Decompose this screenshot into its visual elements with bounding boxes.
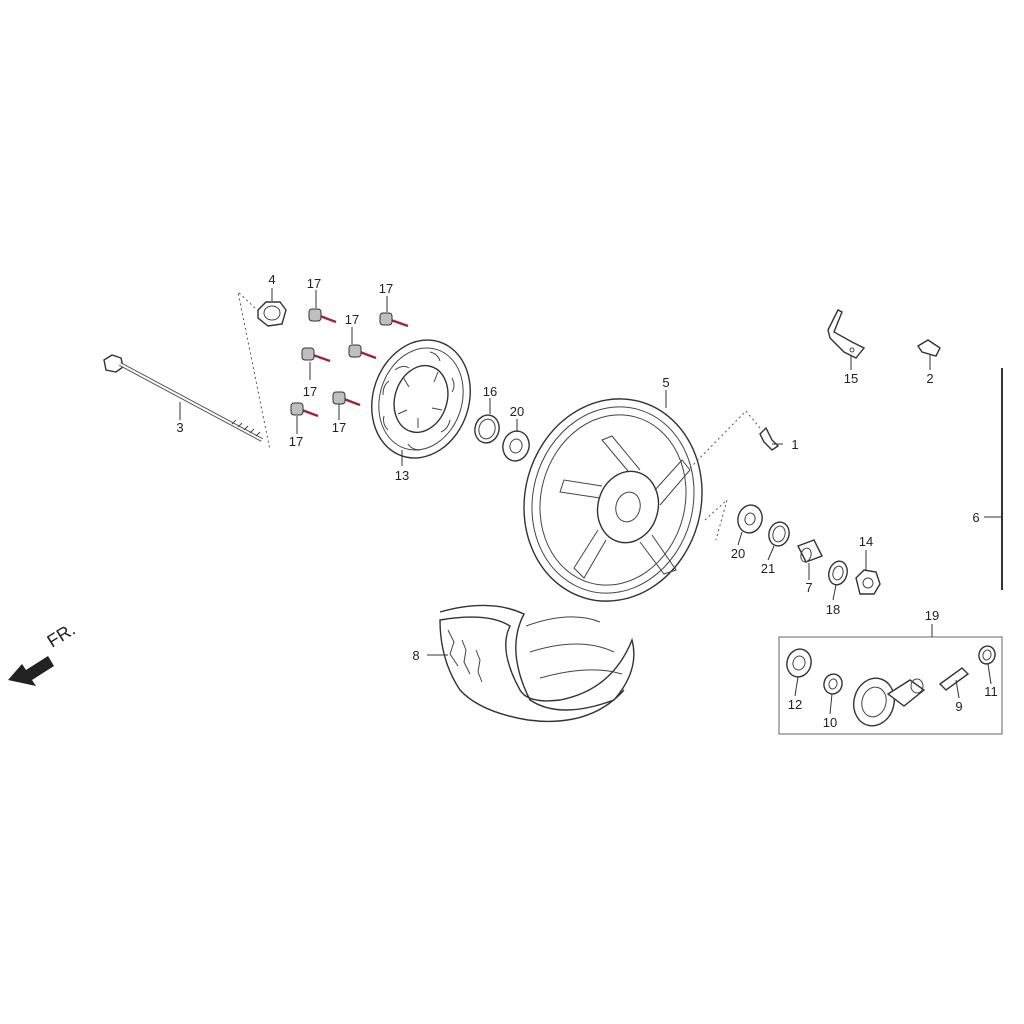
callout-17-d: 17 bbox=[303, 384, 317, 399]
callout-4: 4 bbox=[268, 272, 275, 287]
callout-21: 21 bbox=[761, 561, 775, 576]
callout-15: 15 bbox=[844, 371, 858, 386]
tire-valve-part-1 bbox=[759, 426, 780, 451]
tire-part-8 bbox=[439, 604, 635, 723]
bolts-part-17 bbox=[290, 308, 409, 418]
bolt-17-e bbox=[332, 391, 361, 407]
callout-2: 2 bbox=[926, 371, 933, 386]
direction-label: FR. bbox=[44, 619, 79, 651]
callout-10: 10 bbox=[823, 715, 837, 730]
bolt-17-d bbox=[348, 344, 377, 360]
callout-11: 11 bbox=[984, 684, 998, 699]
callout-17-c: 17 bbox=[345, 312, 359, 327]
callout-12: 12 bbox=[788, 697, 802, 712]
callout-6: 6 bbox=[972, 510, 979, 525]
callout-17-a: 17 bbox=[307, 276, 321, 291]
callout-5: 5 bbox=[662, 375, 669, 390]
callout-3: 3 bbox=[176, 420, 183, 435]
washer-part-18 bbox=[828, 560, 848, 586]
callout-7: 7 bbox=[805, 580, 812, 595]
clip-part-2 bbox=[917, 339, 941, 357]
callout-20-top: 20 bbox=[510, 404, 524, 419]
front-direction-arrow-icon bbox=[8, 656, 54, 686]
callout-labels: 4 17 17 17 17 17 17 3 13 16 20 5 1 15 2 … bbox=[176, 272, 997, 730]
callout-13: 13 bbox=[395, 468, 409, 483]
leader-lines bbox=[179, 288, 1002, 715]
washer-part-10 bbox=[823, 673, 843, 695]
callout-18: 18 bbox=[826, 602, 840, 617]
oil-seal-part-11 bbox=[978, 645, 996, 665]
brake-disc-part-13 bbox=[371, 339, 471, 459]
dust-seal-part-16 bbox=[474, 414, 500, 444]
axle-nut-part-14 bbox=[855, 569, 881, 595]
callout-19: 19 bbox=[925, 608, 939, 623]
axle-part-3 bbox=[103, 354, 263, 442]
callout-1: 1 bbox=[791, 437, 798, 452]
callout-20-bottom: 20 bbox=[731, 546, 745, 561]
bolt-17-b bbox=[379, 312, 409, 328]
bolt-17-f bbox=[290, 402, 319, 418]
bearing-part-20-left bbox=[502, 430, 530, 462]
callout-17-b: 17 bbox=[379, 281, 393, 296]
speedometer-kit-box-part-19 bbox=[778, 636, 1003, 735]
pinion-shaft-part-9 bbox=[938, 667, 970, 691]
callout-8: 8 bbox=[412, 648, 419, 663]
callout-9: 9 bbox=[955, 699, 962, 714]
guide-line-valve bbox=[689, 410, 761, 541]
spacer-nut-part-4 bbox=[257, 301, 287, 327]
bolt-17-a bbox=[308, 308, 337, 324]
wheel-rim-part-5 bbox=[523, 398, 703, 602]
callout-14: 14 bbox=[859, 534, 873, 549]
callout-16: 16 bbox=[483, 384, 497, 399]
speedometer-gearbox bbox=[853, 677, 926, 727]
collar-part-7 bbox=[797, 539, 823, 563]
bracket-part-15 bbox=[827, 309, 866, 359]
bearing-part-20-right bbox=[737, 504, 763, 534]
callout-17-e: 17 bbox=[332, 420, 346, 435]
seal-part-21 bbox=[768, 521, 790, 547]
callout-17-f: 17 bbox=[289, 434, 303, 449]
guide-line-axle bbox=[237, 290, 271, 451]
bolt-17-c bbox=[301, 347, 331, 363]
gear-retainer-part-12 bbox=[786, 648, 812, 678]
